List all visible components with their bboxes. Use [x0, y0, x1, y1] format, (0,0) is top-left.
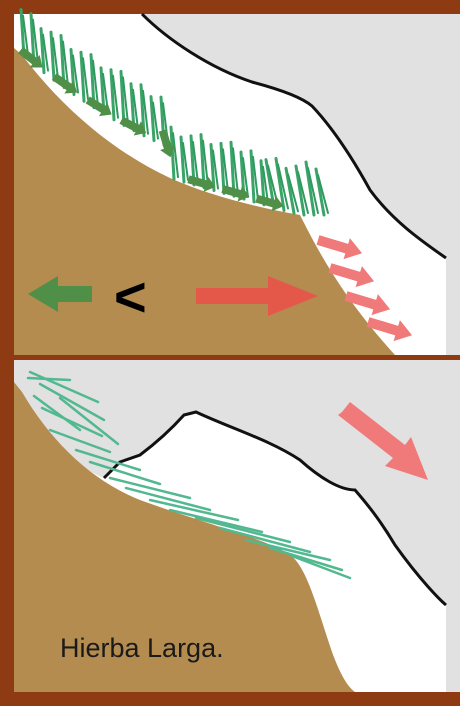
comparison-symbol: < [114, 265, 147, 328]
caption-long-grass: Hierba Larga. [60, 633, 224, 663]
bottom-panel: Hierba Larga. [14, 360, 460, 692]
panel-divider [14, 355, 460, 360]
top-panel: < [14, 10, 460, 355]
